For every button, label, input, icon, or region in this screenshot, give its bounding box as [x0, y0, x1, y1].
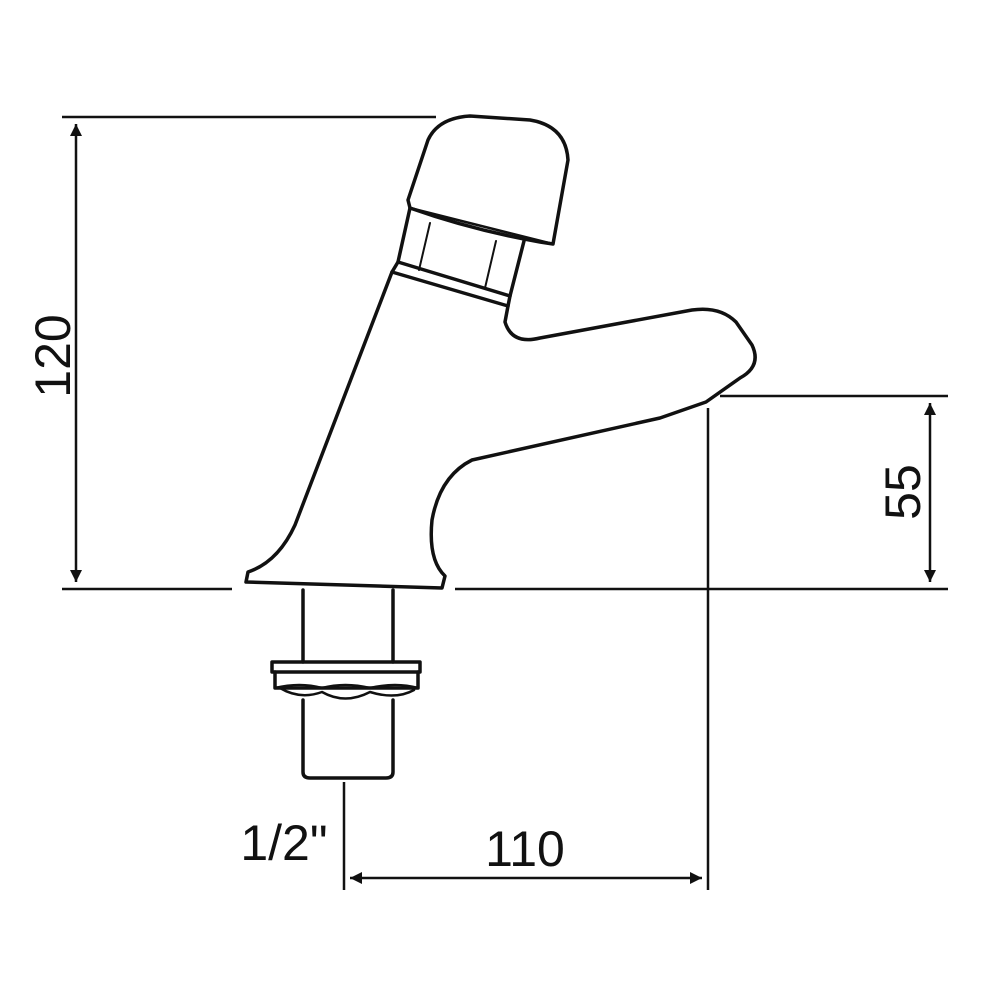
hex-nut [396, 206, 526, 298]
faucet-body [244, 270, 757, 590]
label-total-height: 120 [25, 314, 81, 397]
faucet-outline [244, 114, 757, 780]
dimension-lines [62, 115, 948, 890]
label-thread-size: 1/2" [240, 815, 327, 871]
push-button-cap [406, 114, 570, 246]
threaded-stem [301, 588, 395, 664]
label-spout-reach: 110 [485, 821, 565, 877]
label-spout-height: 55 [875, 464, 931, 520]
lock-nut [270, 660, 422, 674]
